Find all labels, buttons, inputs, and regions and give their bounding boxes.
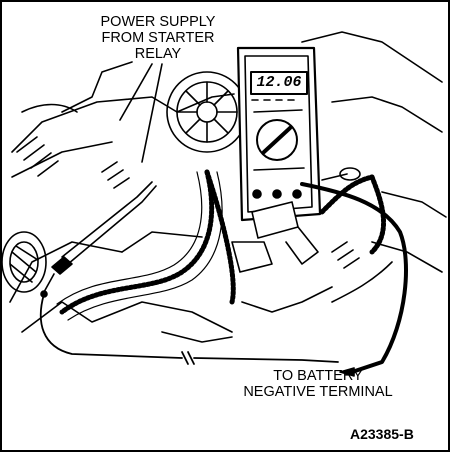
meter-readout: 12.06 [256,74,302,91]
power-supply-label-line: RELAY [134,46,182,62]
battery-terminal-label-line: NEGATIVE TERMINAL [243,384,393,400]
power-supply-label: POWER SUPPLY FROM STARTER RELAY [90,14,226,62]
multimeter [236,46,322,222]
round-component-left [2,231,47,293]
connector [231,167,361,273]
battery-terminal-label: TO BATTERY NEGATIVE TERMINAL [238,368,398,400]
return-wire [39,293,339,365]
figure-id: A23385-B [350,426,414,442]
battery-terminal-label-line: TO BATTERY [273,368,363,384]
power-supply-label-line: POWER SUPPLY [100,14,216,30]
label-leader-lines [119,63,163,163]
wiring-loom-outline [56,171,223,321]
wiring-loom [59,169,387,315]
power-supply-label-line: FROM STARTER [101,30,215,46]
battery-lead [300,182,408,377]
pulley-wheel [166,71,248,153]
test-probe [40,181,157,298]
